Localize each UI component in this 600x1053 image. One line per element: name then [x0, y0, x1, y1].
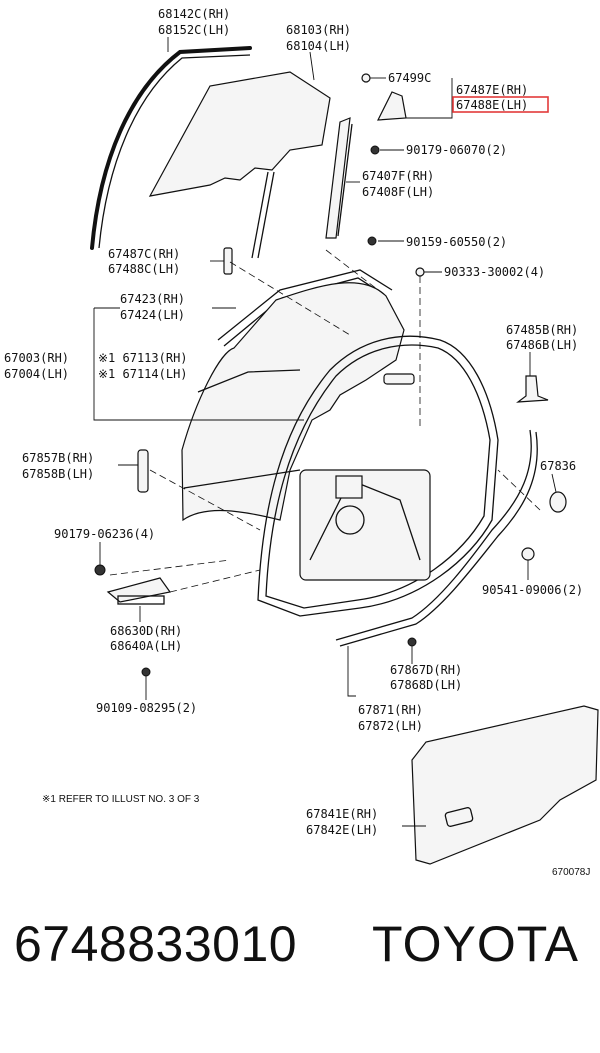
label-67003: 67003(RH)	[4, 351, 69, 365]
inner-door-panel	[257, 335, 499, 617]
label-67408f: 67408F(LH)	[362, 185, 434, 199]
assembly-line-5	[169, 569, 261, 593]
assembly-line-3	[149, 469, 261, 531]
door-weatherstrip	[335, 429, 532, 641]
assembly-line-1	[229, 261, 351, 336]
brand-name: TOYOTA	[372, 916, 579, 972]
leader-67836	[551, 473, 557, 493]
label-67858b: 67858B(LH)	[22, 467, 94, 481]
regulator-motor	[335, 475, 363, 499]
label-90179-06236: 90179-06236(4)	[54, 527, 155, 541]
leader-67487e	[406, 78, 453, 119]
label-67871: 67871(RH)	[358, 703, 423, 717]
label-90159: 90159-60550(2)	[406, 235, 507, 249]
inner-door-panel-edge	[265, 344, 491, 609]
label-67407f: 67407F(RH)	[362, 169, 434, 183]
label-67488c: 67488C(LH)	[108, 262, 180, 276]
door-check	[106, 577, 172, 603]
label-67488e: 67488E(LH)	[456, 98, 528, 112]
diagram-id: 670078J	[552, 867, 590, 878]
regulator-plate	[299, 469, 431, 581]
glass-guide-rail	[251, 171, 269, 259]
leader-67871	[347, 646, 356, 697]
label-67842e: 67842E(LH)	[306, 823, 378, 837]
label-68142c: 68142C(RH)	[158, 7, 230, 21]
label-90179-06070: 90179-06070(2)	[406, 143, 507, 157]
door-check-arm	[117, 595, 165, 605]
assembly-line-4	[109, 559, 231, 576]
label-68152c: 68152C(LH)	[158, 23, 230, 37]
label-67424: 67424(LH)	[120, 308, 185, 322]
label-67114: ※1 67114(LH)	[98, 367, 188, 381]
regulator-arm	[309, 479, 421, 561]
glass-guide-rail-2	[257, 171, 275, 259]
division-bar	[325, 117, 351, 239]
screw-90159-icon	[367, 236, 377, 246]
part-number: 6748833010	[14, 916, 298, 972]
assembly-line-7	[325, 249, 387, 297]
label-67485b: 67485B(RH)	[506, 323, 578, 337]
plug-90541-icon	[521, 547, 535, 561]
label-68630d: 68630D(RH)	[110, 624, 182, 638]
trim-handle-bezel	[444, 807, 474, 827]
label-67841e: 67841E(RH)	[306, 807, 378, 821]
label-67423: 67423(RH)	[120, 292, 185, 306]
label-90109: 90109-08295(2)	[96, 701, 197, 715]
label-67113: ※1 67113(RH)	[98, 351, 188, 365]
clip-67867d-icon	[407, 637, 417, 647]
label-67487e: 67487E(RH)	[456, 83, 528, 97]
reference-note: ※1 REFER TO ILLUST NO. 3 OF 3	[42, 794, 200, 805]
window-frame-moulding	[217, 269, 393, 341]
label-68103: 68103(RH)	[286, 23, 351, 37]
door-trim-board	[411, 705, 599, 865]
door-weatherstrip-inner	[339, 431, 538, 647]
nut-90179-06070-icon	[370, 145, 380, 155]
outer-door-crease	[183, 469, 301, 489]
run-channel-arc	[90, 46, 252, 250]
outer-door-panel	[181, 282, 405, 522]
leader-67003	[93, 307, 304, 421]
bolt-90109-icon	[141, 667, 151, 677]
label-67867d: 67867D(RH)	[390, 663, 462, 677]
label-68640a: 68640A(LH)	[110, 639, 182, 653]
division-bar-edge	[337, 123, 353, 237]
outer-door-beltline	[197, 369, 301, 393]
plug-90333-icon	[415, 267, 425, 277]
garnish-67487c	[223, 247, 233, 275]
clip-67499c-icon	[361, 73, 371, 83]
highlight-box	[452, 96, 549, 113]
garnish-67857b	[137, 449, 149, 493]
footer: 6748833010 TOYOTA	[0, 915, 600, 1025]
label-67857b: 67857B(RH)	[22, 451, 94, 465]
nut-90179-06236-icon	[94, 564, 106, 576]
label-67486b: 67486B(LH)	[506, 338, 578, 352]
assembly-line-6	[497, 469, 541, 511]
label-67872: 67872(LH)	[358, 719, 423, 733]
label-90333: 90333-30002(4)	[444, 265, 545, 279]
label-68104: 68104(LH)	[286, 39, 351, 53]
door-glass	[148, 71, 331, 197]
garnish-67487e	[376, 91, 407, 121]
label-90541: 90541-09006(2)	[482, 583, 583, 597]
leader-68103	[309, 51, 315, 81]
bracket-67485b	[516, 375, 549, 403]
label-67487c: 67487C(RH)	[108, 247, 180, 261]
door-handle-recess	[383, 373, 415, 385]
regulator-gear	[335, 505, 365, 535]
parts-diagram: 68142C(RH) 68152C(LH) 68103(RH) 68104(LH…	[4, 7, 599, 878]
label-67868d: 67868D(LH)	[390, 678, 462, 692]
cap-67836-icon	[549, 491, 567, 513]
label-67499c: 67499C	[388, 71, 431, 85]
run-channel-arc-inner	[98, 54, 251, 249]
label-67004: 67004(LH)	[4, 367, 69, 381]
label-67836: 67836	[540, 459, 576, 473]
